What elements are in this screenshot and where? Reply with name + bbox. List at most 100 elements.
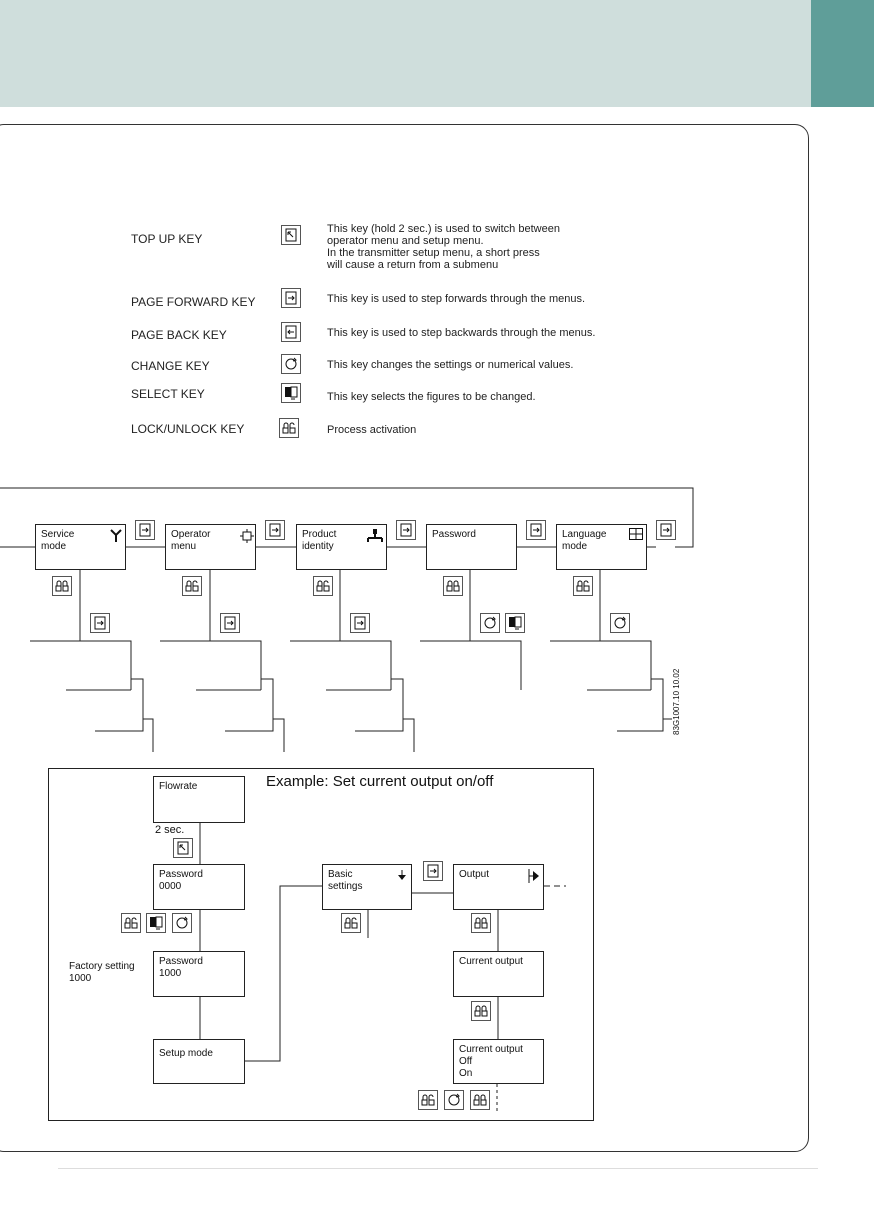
- change-icon: [444, 1090, 464, 1110]
- lock-unlock-icon: [471, 1001, 491, 1021]
- box-line: Password: [159, 956, 203, 967]
- top-up-key-desc: This key (hold 2 sec.) is used to switch…: [327, 223, 560, 271]
- box-line: 1000: [159, 968, 182, 979]
- top-up-icon: [173, 838, 193, 858]
- select-icon: [146, 913, 166, 933]
- factory-setting-label: Factory setting 1000: [69, 961, 135, 985]
- menu-line: menu: [171, 541, 197, 552]
- page-forward-key-desc: This key is used to step forwards throug…: [327, 293, 586, 305]
- header-tab: [811, 0, 874, 107]
- box-line: On: [459, 1068, 473, 1079]
- content-frame: [0, 124, 809, 1152]
- menu-line: Password: [432, 529, 476, 540]
- top-up-icon: [281, 225, 301, 245]
- menu-box-service-mode: Service mode: [35, 524, 126, 570]
- page-forward-icon: [281, 288, 301, 308]
- box-line: Flowrate: [159, 781, 198, 792]
- output-arrow-icon: [528, 869, 539, 883]
- box-line: 0000: [159, 881, 182, 892]
- setup-mode-box: Setup mode: [153, 1039, 245, 1084]
- label-line: Factory setting: [69, 961, 135, 972]
- change-icon: [281, 354, 301, 374]
- change-key-desc: This key changes the settings or numeric…: [327, 359, 574, 371]
- footer-rule: [58, 1168, 818, 1169]
- lock-unlock-key-desc: Process activation: [327, 424, 417, 436]
- product-tree-icon: [367, 529, 383, 542]
- select-icon: [281, 383, 301, 403]
- top-up-key-label: TOP UP KEY: [131, 232, 203, 246]
- page-back-key-desc: This key is used to step backwards throu…: [327, 327, 596, 339]
- hold-label: 2 sec.: [155, 824, 185, 836]
- page-forward-icon: [656, 520, 676, 540]
- desc-line: will cause a return from a submenu: [327, 259, 499, 271]
- page-forward-icon: [526, 520, 546, 540]
- page-back-icon: [281, 322, 301, 342]
- change-icon: [172, 913, 192, 933]
- example-title: Example: Set current output on/off: [266, 773, 494, 790]
- current-output-box: Current output: [453, 951, 544, 997]
- menu-box-product-identity: Product identity: [296, 524, 387, 570]
- lock-unlock-icon: [470, 1090, 490, 1110]
- antenna-icon: [110, 529, 122, 542]
- box-line: Setup mode: [159, 1048, 213, 1059]
- lock-unlock-icon: [341, 913, 361, 933]
- box-line: Basic: [328, 869, 353, 880]
- menu-box-language-mode: Language mode: [556, 524, 647, 570]
- menu-line: Language: [562, 529, 607, 540]
- page-forward-key-label: PAGE FORWARD KEY: [131, 295, 256, 309]
- current-output-onoff-box: Current output Off On: [453, 1039, 544, 1084]
- box-line: settings: [328, 881, 363, 892]
- page-forward-icon: [135, 520, 155, 540]
- page-forward-icon: [396, 520, 416, 540]
- lock-unlock-icon: [279, 418, 299, 438]
- lock-unlock-icon: [573, 576, 593, 596]
- box-line: Current output: [459, 1044, 523, 1055]
- box-line: Output: [459, 869, 490, 880]
- box-line: Off: [459, 1056, 473, 1067]
- lock-unlock-icon: [52, 576, 72, 596]
- change-icon: [610, 613, 630, 633]
- figure-code: 83G1007.10 10.02: [672, 668, 681, 735]
- page-forward-icon: [90, 613, 110, 633]
- example-panel: [48, 768, 594, 1121]
- page-forward-icon: [265, 520, 285, 540]
- crosshair-icon: [240, 529, 254, 543]
- menu-box-operator-menu: Operator menu: [165, 524, 256, 570]
- password-box: Password 0000: [153, 864, 245, 910]
- select-icon: [505, 613, 525, 633]
- lock-unlock-key-label: LOCK/UNLOCK KEY: [131, 422, 245, 436]
- header-band: [0, 0, 811, 107]
- menu-line: mode: [562, 541, 588, 552]
- box-line: Password: [159, 869, 203, 880]
- menu-box-password: Password: [426, 524, 517, 570]
- page-forward-icon: [350, 613, 370, 633]
- page-back-key-label: PAGE BACK KEY: [131, 328, 227, 342]
- menu-line: Service: [41, 529, 75, 540]
- menu-line: identity: [302, 541, 334, 552]
- desc-line: In the transmitter setup menu, a short p…: [327, 247, 540, 259]
- desc-line: operator menu and setup menu.: [327, 235, 484, 247]
- output-box: Output: [453, 864, 544, 910]
- label-line: 1000: [69, 973, 92, 984]
- change-key-label: CHANGE KEY: [131, 359, 210, 373]
- lock-unlock-icon: [182, 576, 202, 596]
- desc-line: This key (hold 2 sec.) is used to switch…: [327, 223, 560, 235]
- lock-unlock-icon: [313, 576, 333, 596]
- select-key-label: SELECT KEY: [131, 387, 205, 401]
- flowrate-box: Flowrate: [153, 776, 245, 823]
- menu-line: mode: [41, 541, 67, 552]
- menu-line: Product: [302, 529, 337, 540]
- page-forward-icon: [423, 861, 443, 881]
- menu-line: Operator: [171, 529, 211, 540]
- lock-unlock-icon: [443, 576, 463, 596]
- lock-unlock-icon: [471, 913, 491, 933]
- lock-unlock-icon: [121, 913, 141, 933]
- password-factory-box: Password 1000: [153, 951, 245, 997]
- arrow-down-icon: [398, 870, 406, 880]
- lock-unlock-icon: [418, 1090, 438, 1110]
- change-icon: [480, 613, 500, 633]
- basic-settings-box: Basic settings: [322, 864, 412, 910]
- select-key-desc: This key selects the figures to be chang…: [327, 391, 536, 403]
- page-forward-icon: [220, 613, 240, 633]
